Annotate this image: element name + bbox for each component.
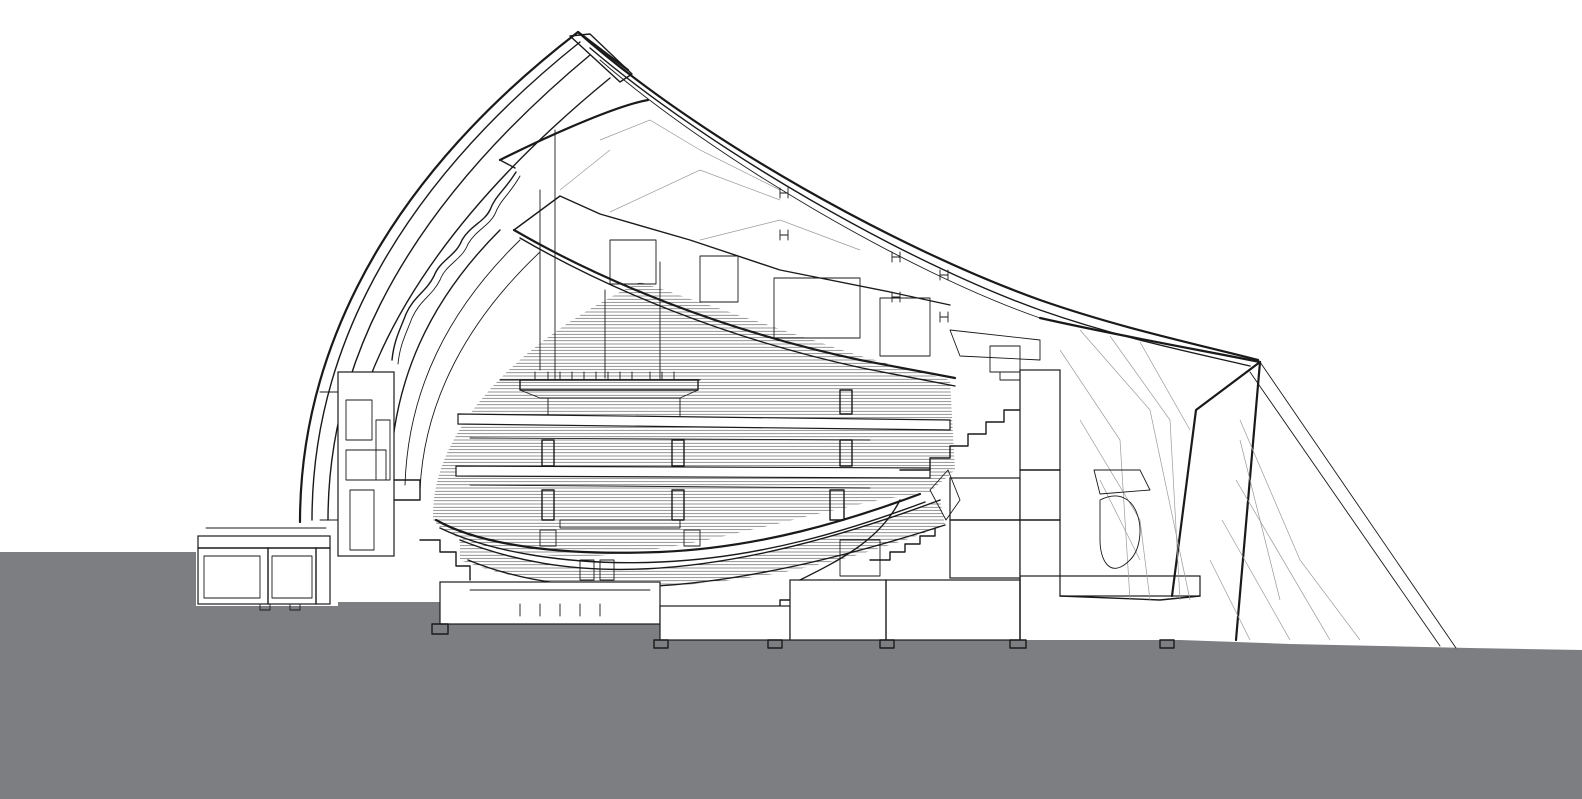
curtain-wall: [1038, 316, 1457, 649]
balcony-tiers: [455, 389, 951, 521]
lower-level-spaces: [431, 479, 1175, 649]
ground-mass: [0, 552, 1582, 799]
ceiling-structure: [391, 98, 957, 387]
left-lobby-wing: [197, 527, 331, 611]
lighting-rig: [499, 371, 701, 419]
entry-sweep: [799, 469, 961, 581]
right-lobby: [949, 329, 1201, 601]
left-service-core: [319, 371, 421, 557]
